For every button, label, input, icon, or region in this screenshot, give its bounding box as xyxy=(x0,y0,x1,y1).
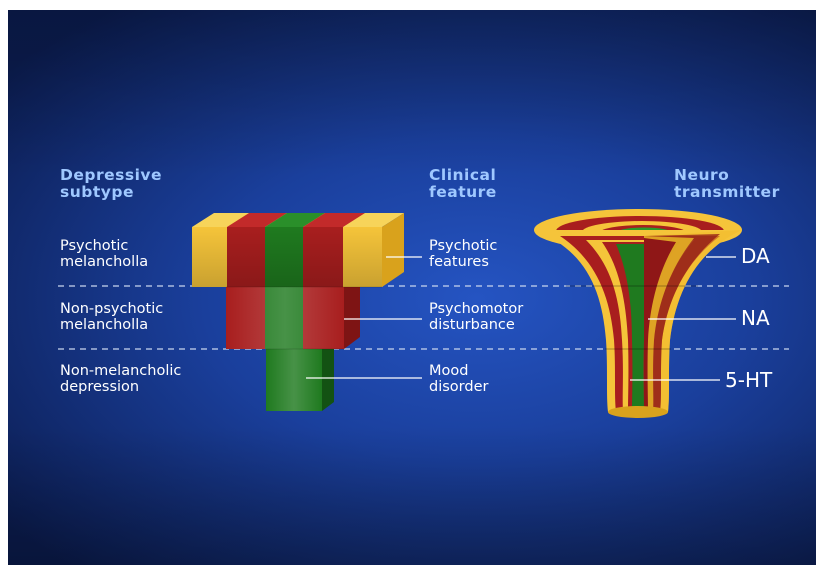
header-clinical-feature: Clinical feature xyxy=(429,167,497,201)
header-neuro-transmitter: Neuro transmitter xyxy=(674,167,780,201)
slide-background: Depressive subtype Clinical feature Neur… xyxy=(8,10,816,565)
funnel-shape xyxy=(534,209,742,418)
stepped-block xyxy=(192,213,404,411)
transmitter-label-5ht: 5-HT xyxy=(725,370,772,390)
subtype-label-non-psychotic: Non-psychotic melancholla xyxy=(60,301,163,333)
transmitter-label-da: DA xyxy=(741,246,770,266)
transmitter-label-na: NA xyxy=(741,308,770,328)
feature-label-mood: Mood disorder xyxy=(429,363,488,395)
header-depressive-subtype: Depressive subtype xyxy=(60,167,162,201)
subtype-label-non-melancholic: Non-melancholic depression xyxy=(60,363,181,395)
subtype-label-psychotic: Psychotic melancholla xyxy=(60,238,148,270)
feature-label-psychotic: Psychotic features xyxy=(429,238,497,270)
feature-label-psychomotor: Psychomotor disturbance xyxy=(429,301,523,333)
diagram-artwork xyxy=(8,10,816,565)
